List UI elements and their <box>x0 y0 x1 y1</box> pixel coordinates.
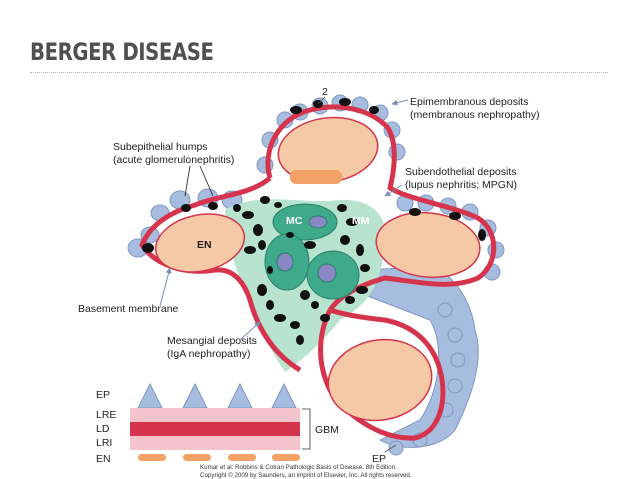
legend-lre: LRE <box>96 409 116 421</box>
subendothelial-arrow <box>384 184 403 197</box>
legend-gbm: GBM <box>315 424 339 436</box>
subepithelial-leader-1 <box>184 165 191 197</box>
subepithelial-label-2: (acute glomerulonephritis) <box>113 154 234 166</box>
ep-bottom-label: EP <box>372 453 386 465</box>
lumen-bottom <box>327 338 433 422</box>
title-divider <box>30 72 608 73</box>
slide-title: BERGER DISEASE <box>30 38 214 66</box>
membrane-deposits <box>142 98 486 253</box>
epimembranous-label-2: (membranous nephropathy) <box>410 109 540 121</box>
legend-ld: LD <box>96 423 110 435</box>
legend-lri: LRI <box>96 437 112 449</box>
lumen-right <box>375 211 481 279</box>
citation-line-2: Copyright © 2009 by Saunders, an imprint… <box>200 472 412 479</box>
subepithelial-label-1: Subepithelial humps <box>113 141 208 153</box>
subepithelial-leader-2 <box>199 165 214 197</box>
basement-membrane-arrow <box>159 267 172 307</box>
mc-label: MC <box>286 215 303 227</box>
mesangial-label-2: (IgA nephropathy) <box>167 348 250 360</box>
subendothelial-label-2: (lupus nephritis; MPGN) <box>405 179 517 191</box>
epimembranous-arrow <box>391 99 409 106</box>
epimembranous-label-1: Epimembranous deposits <box>410 96 528 108</box>
basement-membrane-label: Basement membrane <box>78 303 179 315</box>
mesangial-deposits <box>242 196 370 345</box>
en-label: EN <box>197 239 212 251</box>
mesangial-arrow <box>239 321 261 341</box>
number-2-label: 2 <box>322 86 328 98</box>
legend-en: EN <box>96 453 111 465</box>
endothelial-cell-top <box>290 170 342 184</box>
mesangial-label-1: Mesangial deposits <box>167 335 257 347</box>
ep-bottom-leader <box>384 444 397 453</box>
legend-ep: EP <box>96 389 110 401</box>
mesangial-cells <box>264 203 360 300</box>
number-2-leader <box>317 96 326 105</box>
lumen-left <box>154 213 246 273</box>
mm-label: MM <box>352 215 370 227</box>
gbm-legend <box>130 382 311 461</box>
subendothelial-label-1: Subendothelial deposits <box>405 166 517 178</box>
capillary-lumens <box>154 116 481 422</box>
citation-line-1: Kumar et al: Robbins & Cotran Pathologic… <box>200 464 397 471</box>
